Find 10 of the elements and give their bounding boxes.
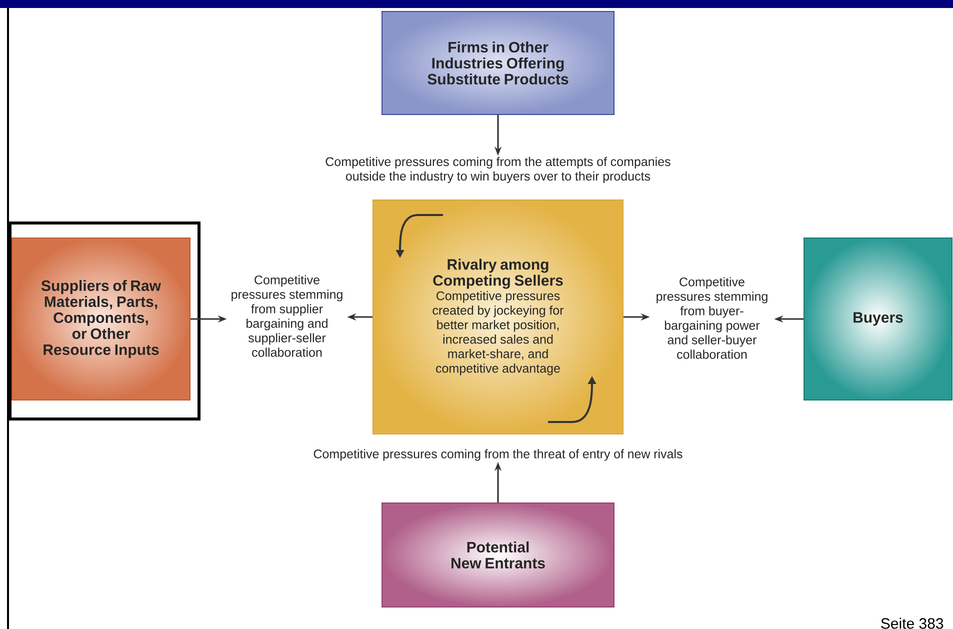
pressure-text: Competitive pressures coming from the attempts of companies outside the industry to win buyers over to their products: [326, 156, 670, 184]
rivalry-box: Rivalry among Competing Sellers Competitive pressures created by jockeying for better market position, increased sales and market-share, and competitive advantage: [372, 200, 624, 434]
pressure-text: Competitive pressures coming from the threat of entry of new rivals: [314, 449, 682, 461]
pressure-text: Competitive pressures stemming from supplier bargaining and supplier-seller collaboration: [232, 275, 342, 357]
pressure-text: Competitive pressures stemming from buyer-bargaining power and seller-buyer collaboration: [656, 277, 768, 359]
force-box: Buyers: [804, 238, 952, 400]
force-box: Potential New Entrants: [382, 502, 614, 608]
page-number: Seite 383: [881, 618, 944, 629]
force-box: Suppliers of Raw Materials, Parts, Components, or Other Resource Inputs: [12, 238, 190, 400]
force-box: Firms in Other Industries Offering Substitute Products: [382, 11, 614, 115]
